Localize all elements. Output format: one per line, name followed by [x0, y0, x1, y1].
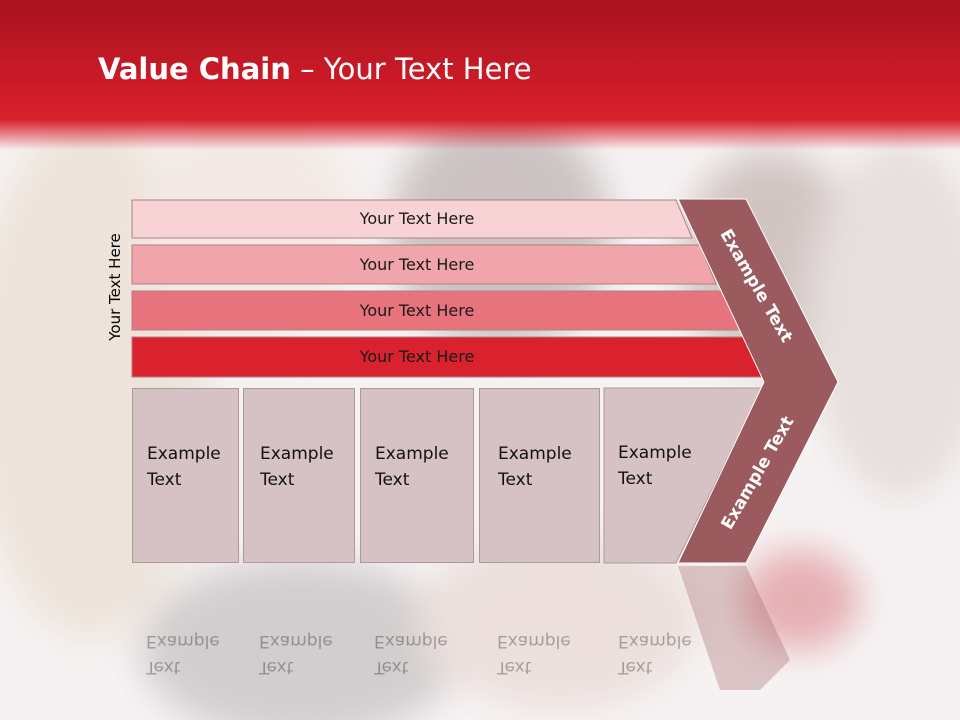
column-3-line1: Example: [375, 444, 449, 464]
reflection-2: Text Example: [243, 566, 355, 686]
reflection-4: Text Example: [479, 566, 600, 686]
page-title: Value Chain – Your Text Here: [98, 52, 532, 86]
column-1-line2: Text: [147, 470, 182, 490]
bar-shape-2: [131, 244, 717, 285]
title-rest: – Your Text Here: [290, 52, 532, 86]
reflection-2-line2: Text: [259, 657, 294, 677]
bar-shape-1: [131, 199, 693, 239]
title-bold: Value Chain: [98, 52, 291, 86]
reflection-3-line1: Example: [374, 631, 448, 651]
column-4-line1: Example: [498, 444, 572, 464]
column-shape-5: [603, 387, 763, 564]
reflection-3-line2: Text: [374, 657, 409, 677]
chevron-arrow: [677, 198, 839, 564]
reflection-2-line1: Example: [259, 631, 333, 651]
reflection-4-line1: Example: [497, 631, 571, 651]
column-2-line1: Example: [260, 444, 334, 464]
reflection-5-line1: Example: [618, 631, 692, 651]
reflection-1-line1: Example: [146, 631, 220, 651]
column-4-line2: Text: [498, 470, 533, 490]
bar-label-1: Your Text Here: [359, 209, 475, 228]
header-band: [0, 0, 960, 150]
column-2-line2: Text: [260, 470, 295, 490]
reflection-4-line2: Text: [497, 657, 532, 677]
column-5-line2: Text: [618, 469, 653, 489]
column-5-line1: Example: [618, 443, 692, 463]
reflection-3: Text Example: [360, 566, 474, 686]
column-1-line1: Example: [147, 444, 221, 464]
bar-label-4: Your Text Here: [359, 347, 475, 366]
reflection-5-line2: Text: [618, 657, 653, 677]
bar-label-2: Your Text Here: [359, 255, 475, 274]
reflection-1: Text Example: [132, 566, 239, 686]
bar-label-3: Your Text Here: [359, 301, 475, 320]
reflection-1-line2: Text: [146, 657, 181, 677]
chevron-reflection: [678, 566, 790, 690]
reflection-5: Text Example: [604, 566, 714, 686]
column-3-line2: Text: [375, 470, 410, 490]
